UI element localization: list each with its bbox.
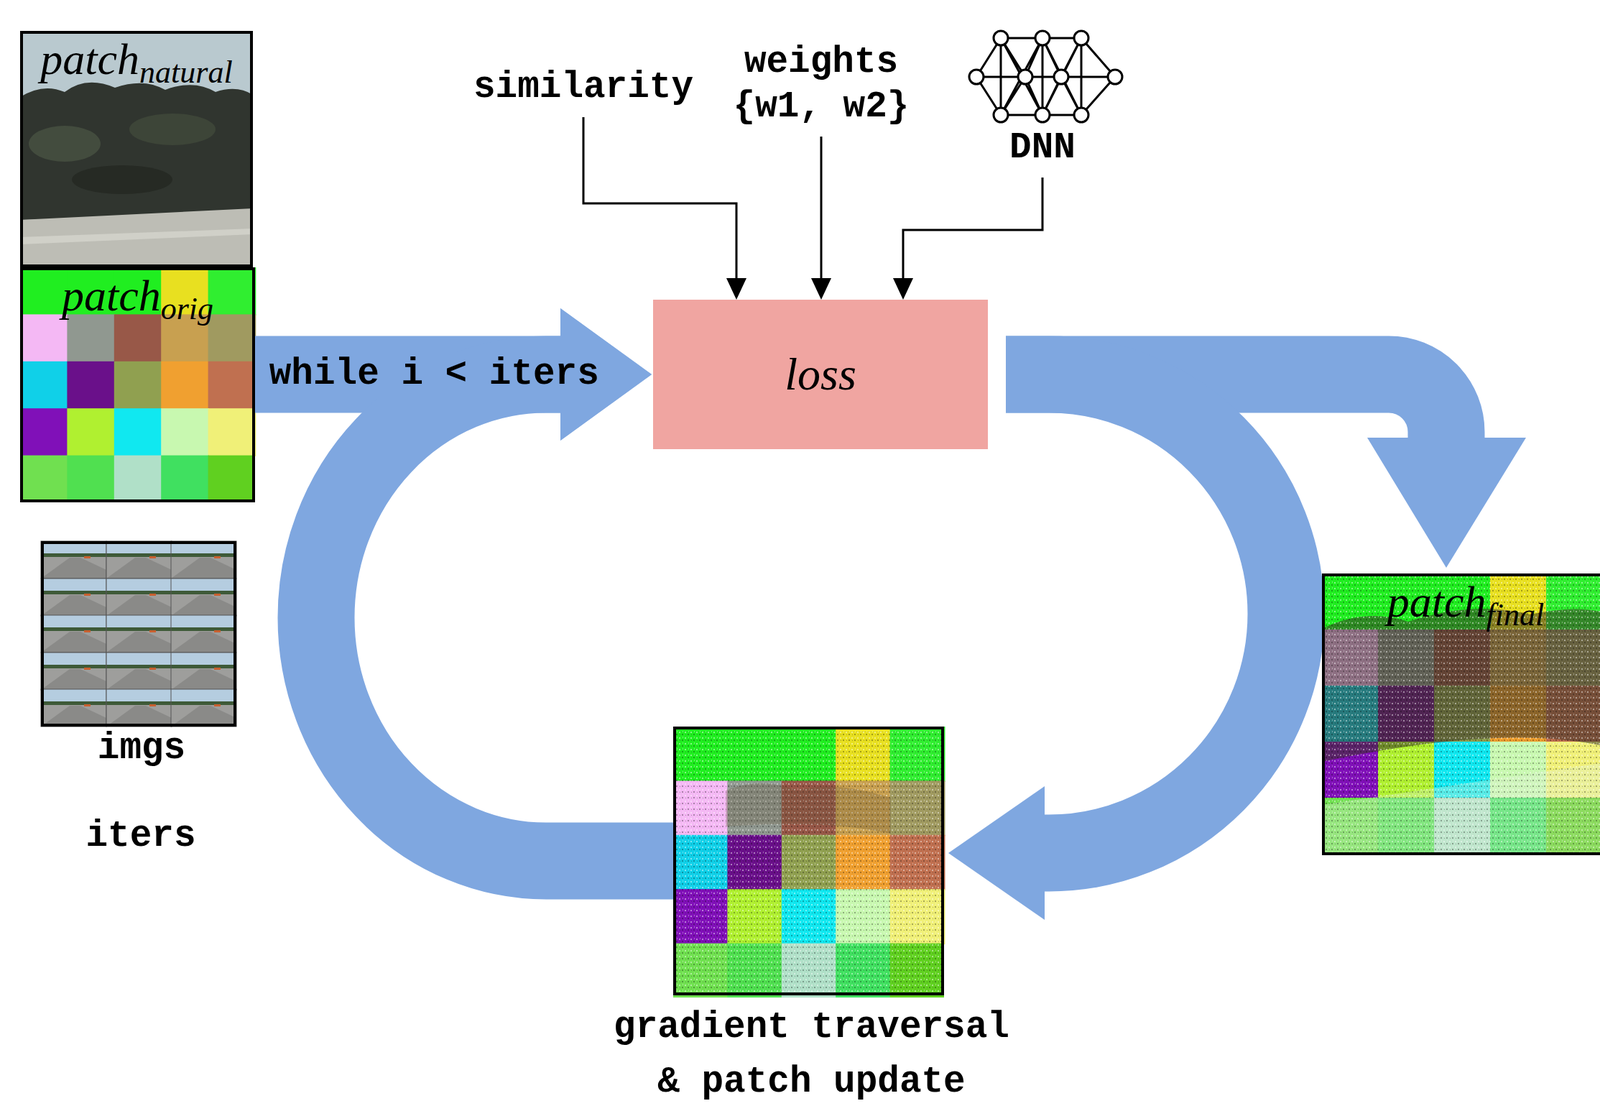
patch-name-main: patch: [61, 270, 161, 320]
illustration-part: [40, 688, 107, 727]
loss-label: loss: [784, 347, 857, 401]
illustration-part: [969, 69, 984, 85]
patch-name: patchorig: [22, 273, 253, 325]
arrowhead: [893, 278, 914, 300]
patch-name-subscript: final: [1486, 597, 1545, 633]
flow-band: [316, 374, 674, 861]
loss-box: loss: [653, 299, 988, 450]
patch-name-subscript: orig: [160, 290, 214, 327]
illustration-part: [1035, 107, 1050, 123]
illustration-part: [993, 107, 1008, 123]
label-text: similarity: [473, 65, 694, 110]
illustration-part: [40, 652, 107, 690]
illustration-part: [28, 125, 101, 162]
illustration-part: [40, 540, 107, 579]
input-arrow: [893, 177, 1043, 300]
label-text: DNN: [1009, 125, 1076, 171]
patch-name-main: patch: [1387, 576, 1487, 626]
illustration-part: [1018, 69, 1033, 85]
flow-arrowhead: [948, 785, 1045, 920]
illustration-part: [1321, 573, 1600, 855]
illustration-part: [20, 30, 253, 268]
neural-network-icon: [969, 30, 1123, 123]
caption: imgs: [33, 726, 250, 771]
original-patch: patchorig: [20, 267, 256, 503]
arrowhead: [811, 278, 832, 300]
illustration-part: [673, 726, 946, 998]
natural-patch-art: [20, 30, 253, 268]
illustration-part: [20, 267, 256, 503]
final-patch-art: [1321, 573, 1600, 855]
network-label: DNN: [1007, 124, 1077, 172]
patch-name: patchnatural: [22, 36, 251, 89]
illustration-part: [1053, 69, 1069, 85]
label-text: weights {w1, w2}: [718, 40, 924, 130]
note-label: iters: [85, 814, 196, 859]
illustration-part: [20, 82, 253, 220]
updated-patch: gradient traversal & patch update: [673, 726, 945, 996]
illustration-part: [993, 30, 1008, 46]
input-arrow: [583, 117, 747, 300]
illustration-part: [170, 614, 237, 653]
image-set: imgs: [40, 540, 237, 727]
illustration-part: [1035, 30, 1050, 46]
flow-arrowhead: [1367, 437, 1526, 568]
illustration-part: [170, 652, 237, 690]
flow-band: [1005, 374, 1287, 853]
original-patch-art: [20, 267, 256, 503]
illustration-part: [106, 614, 172, 653]
connector-line: [583, 117, 737, 281]
input-label: similarity: [472, 63, 695, 112]
natural-patch: patchnatural: [20, 30, 253, 268]
patch-name: patchfinal: [1324, 579, 1600, 631]
process-flow-arrow: [948, 374, 1287, 920]
illustration-part: [106, 652, 172, 690]
illustration-part: [106, 540, 172, 579]
illustration-part: [106, 688, 172, 727]
illustration-part: [170, 688, 237, 727]
illustration-part: [129, 113, 216, 146]
illustration-part: [40, 578, 107, 616]
updated-patch-art: [673, 726, 946, 998]
final-patch: patchfinal: [1321, 573, 1600, 855]
illustration-part: [170, 540, 237, 579]
connector-line: [903, 177, 1043, 281]
illustration-part: [1074, 107, 1089, 123]
loop-condition: while i < iters: [267, 352, 601, 397]
illustration-part: [20, 228, 253, 245]
connector-line: [820, 136, 823, 281]
patch-name-main: patch: [40, 34, 140, 84]
input-arrow: [811, 136, 832, 300]
illustration-part: [969, 30, 1123, 123]
illustration-part: [106, 578, 172, 616]
illustration-part: [71, 165, 173, 194]
patch-name-subscript: natural: [139, 54, 233, 90]
illustration-part: [20, 208, 253, 268]
arrowhead: [726, 278, 747, 300]
illustration-part: [1107, 69, 1123, 85]
illustration-part: [976, 38, 1116, 115]
illustration-part: [170, 578, 237, 616]
illustration-part: [1074, 30, 1089, 46]
input-label: weights {w1, w2}: [717, 38, 926, 131]
illustration-part: [40, 614, 107, 653]
illustration-part: [725, 783, 891, 834]
illustration-part: [673, 726, 945, 996]
caption: gradient traversal & patch update: [596, 1000, 1028, 1106]
image-set-art: [40, 540, 237, 727]
